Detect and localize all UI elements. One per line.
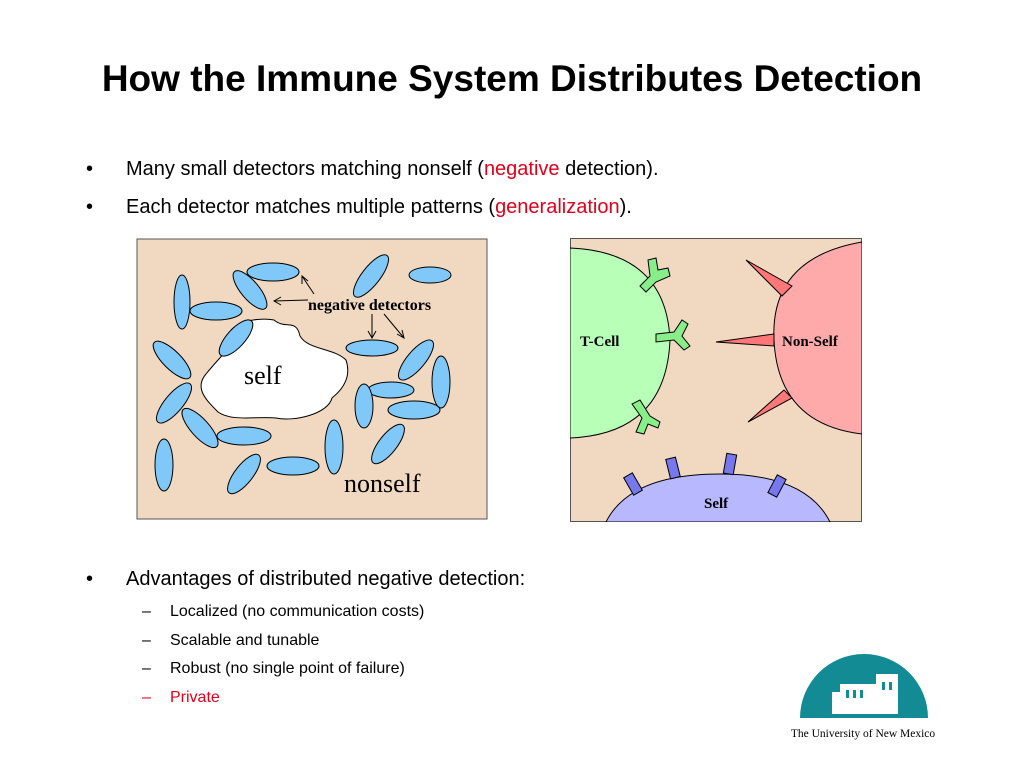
self-marker-icon (722, 452, 738, 476)
advantage-item-text: Localized (no communication costs) (170, 603, 425, 620)
nonself-label: nonself (344, 469, 421, 498)
advantages-section: • Advantages of distributed negative dete… (86, 560, 786, 712)
advantage-item: – Robust (no single point of failure) (86, 655, 786, 684)
bullet-text-post: ). (619, 196, 632, 218)
advantage-item-private: – Private (86, 684, 786, 713)
advantage-item: – Localized (no communication costs) (86, 598, 786, 627)
bullet-generalization: • Each detector matches multiple patterns… (86, 188, 986, 226)
advantage-item-text: Robust (no single point of failure) (170, 660, 405, 677)
negative-detectors-label: negative detectors (308, 297, 431, 314)
detector-ellipse (266, 456, 320, 476)
detector-ellipse (152, 340, 192, 380)
detector-ellipse (189, 301, 243, 321)
receptor-icon (655, 319, 691, 351)
tcell-receptors (631, 257, 691, 435)
bullet-text-post: detection). (559, 158, 659, 180)
bullet-text-pre: Each detector matches multiple patterns … (126, 196, 496, 218)
nonself-label: Non-Self (782, 334, 839, 350)
receptor-icon (631, 399, 661, 435)
bullet-glyph: • (86, 568, 94, 590)
bullet-highlight-generalization: generalization (495, 196, 620, 218)
self-label: self (244, 361, 282, 390)
detector-ellipse (387, 400, 441, 420)
detector-ellipse (345, 339, 399, 357)
detector-ellipse (431, 355, 451, 409)
intro-bullets: • Many small detectors matching nonself (… (86, 150, 986, 226)
bullet-glyph: • (86, 196, 94, 218)
detector-ellipse (367, 381, 415, 399)
self-marker-icon (622, 472, 644, 496)
detector-ellipse (156, 382, 192, 424)
detector-ellipse (408, 266, 452, 284)
university-caption: The University of New Mexico (790, 728, 936, 740)
sub-bullet-glyph: – (142, 660, 151, 677)
advantage-item-text: Private (170, 688, 220, 706)
tcell-label: T-Cell (580, 334, 619, 350)
self-markers (622, 452, 787, 498)
advantages-heading-text: Advantages of distributed negative detec… (126, 568, 526, 590)
antigen-icon (747, 389, 793, 423)
self-marker-icon (665, 456, 681, 480)
detector-ellipse (232, 270, 268, 310)
nonself-antigens (715, 259, 793, 423)
tcell-recognition-diagram: T-Cell Non-Self Self (570, 238, 862, 522)
university-logo: The University of New Mexico (776, 648, 950, 752)
bullet-glyph: • (86, 158, 94, 180)
negative-detection-diagram: negative detectors self nonself (136, 238, 488, 520)
sub-bullet-glyph: – (142, 631, 151, 649)
bullet-negative-detection: • Many small detectors matching nonself (… (86, 150, 986, 188)
sub-bullet-glyph: – (142, 688, 151, 706)
detector-ellipse (398, 339, 434, 381)
sub-bullet-glyph: – (142, 603, 151, 620)
detector-ellipse (246, 262, 300, 282)
receptor-icon (639, 257, 671, 293)
detector-ellipse (173, 274, 191, 330)
bullet-highlight-negative: negative (483, 158, 560, 180)
detector-ellipse (227, 453, 261, 495)
detector-ellipse (371, 423, 405, 465)
detector-ellipse (154, 438, 174, 492)
detector-ellipse (354, 383, 374, 429)
bullet-text-pre: Many small detectors matching nonself ( (126, 158, 484, 180)
advantage-item-text: Scalable and tunable (170, 631, 320, 649)
self-marker-icon (767, 474, 787, 498)
unm-emblem-icon (790, 654, 938, 724)
detector-ellipse (324, 419, 344, 475)
detector-ellipse (352, 254, 390, 298)
detector-arrows (272, 274, 405, 340)
detector-ellipse (218, 319, 254, 357)
antigen-icon (715, 333, 775, 347)
slide-title: How the Immune System Distributes Detect… (101, 58, 923, 99)
detector-ellipse (216, 426, 272, 446)
antigen-icon (745, 259, 793, 297)
detector-ellipse (181, 407, 219, 449)
self-label: Self (704, 496, 729, 512)
advantages-heading: • Advantages of distributed negative dete… (86, 560, 786, 598)
advantage-item: – Scalable and tunable (86, 627, 786, 656)
